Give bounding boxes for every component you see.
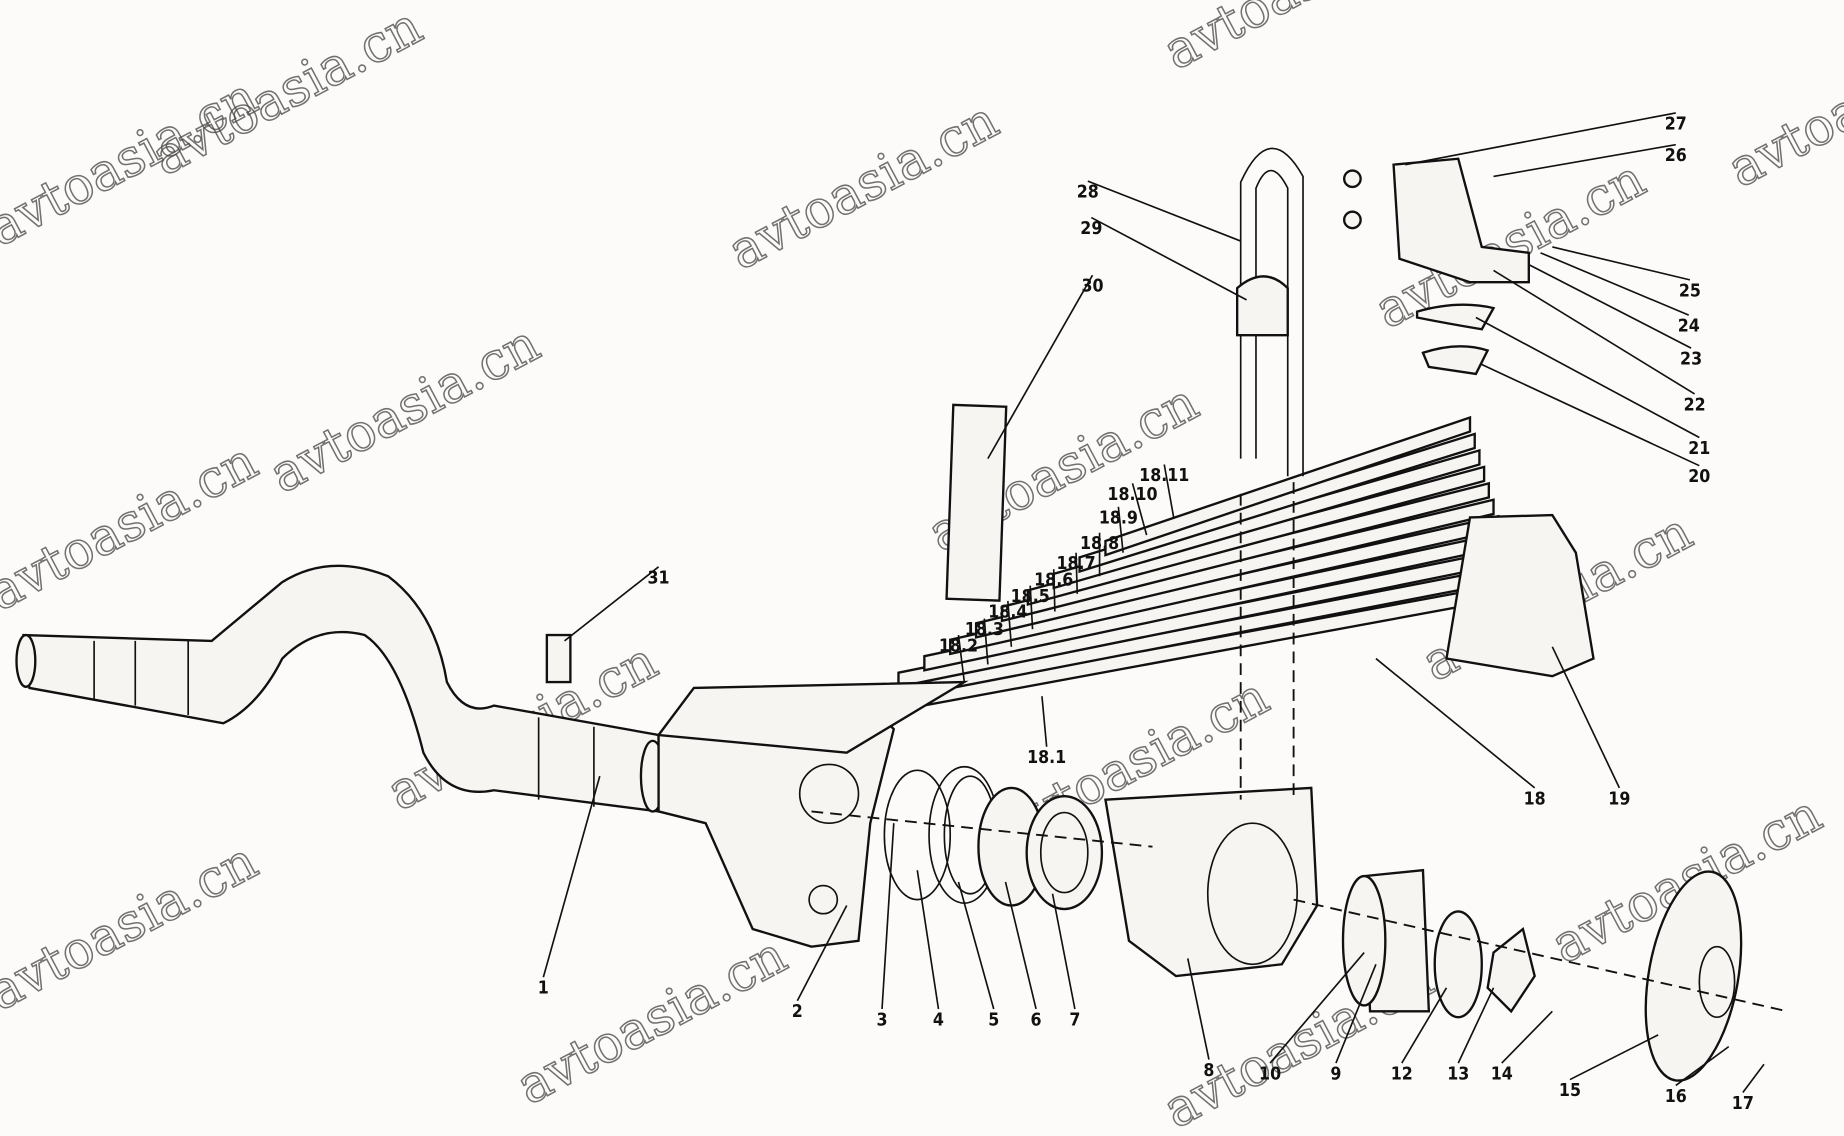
part-number-label: 16 <box>1665 1087 1687 1107</box>
watermark-text: avtoasia.cn <box>0 831 267 1023</box>
part-number-label: 9 <box>1330 1065 1341 1085</box>
part-number-label: 31 <box>648 568 670 588</box>
leader-line <box>1493 143 1676 178</box>
part-number-label: 18.7 <box>1056 554 1095 574</box>
leader-line <box>1090 216 1247 301</box>
leader-line <box>1742 1063 1765 1093</box>
leader-line <box>881 823 895 1010</box>
part-number-label: 5 <box>988 1010 999 1030</box>
part-number-label: 18.5 <box>1011 587 1050 607</box>
leader-line <box>1052 569 1056 612</box>
part-number-label: 18.3 <box>965 620 1004 640</box>
part-number-label: 22 <box>1684 395 1706 415</box>
leader-line <box>1029 585 1034 630</box>
part-number-label: 20 <box>1688 467 1710 487</box>
part-number-label: 29 <box>1080 219 1102 239</box>
part-number-label: 18.9 <box>1099 508 1138 528</box>
watermark-text: avtoasia.cn <box>1718 8 1844 200</box>
leader-line <box>1405 112 1676 166</box>
hub-assembly <box>1341 868 1743 1082</box>
spring-leaf <box>1104 415 1472 557</box>
leader-line <box>563 566 660 642</box>
part-number-label: 8 <box>1203 1061 1214 1081</box>
leader-line <box>1269 952 1365 1064</box>
part-number-label: 7 <box>1069 1010 1080 1030</box>
part-number-label: 18.6 <box>1034 571 1073 591</box>
part-number-label: 18 <box>1524 789 1546 809</box>
leader-line <box>1041 696 1048 747</box>
leader-lines <box>542 112 1765 1093</box>
part-number-label: 18.4 <box>988 602 1027 622</box>
seal-rings <box>883 765 1104 911</box>
part-number-label: 10 <box>1259 1065 1281 1085</box>
shackle-parts <box>1343 157 1530 376</box>
spring-bracket <box>1104 513 1595 978</box>
leader-line <box>1004 881 1037 1010</box>
leader-line <box>1087 180 1241 242</box>
part-number-label: 19 <box>1608 789 1630 809</box>
part-number-label: 18.2 <box>939 636 978 656</box>
leader-line <box>1051 893 1076 1010</box>
part-number-label: 21 <box>1688 439 1710 459</box>
part-number-label: 26 <box>1665 146 1687 166</box>
leader-line <box>957 881 995 1010</box>
watermark-text: avtoasia.cn <box>260 314 549 506</box>
part-number-label: 4 <box>933 1010 944 1030</box>
leader-line <box>1186 958 1210 1060</box>
part-number-label: 14 <box>1491 1065 1513 1085</box>
leader-line <box>1493 269 1696 395</box>
watermark-text: avtoasia.cn <box>1154 0 1443 82</box>
leader-line <box>983 618 989 665</box>
leader-line <box>1481 363 1700 467</box>
leader-line <box>1375 657 1536 789</box>
part-number-label: 27 <box>1665 114 1687 134</box>
leader-line <box>1475 316 1700 439</box>
part-number-label: 6 <box>1031 1010 1042 1030</box>
part-number-label: 17 <box>1732 1094 1754 1114</box>
watermark-text: avtoasia.cn <box>0 67 267 259</box>
leader-line <box>1335 963 1377 1064</box>
part-number-label: 18.8 <box>1080 534 1119 554</box>
leader-line <box>1163 464 1175 518</box>
part-number-label: 12 <box>1391 1065 1413 1085</box>
leader-line <box>1117 506 1124 553</box>
part-number-label: 25 <box>1679 281 1701 301</box>
leader-line <box>1457 987 1495 1064</box>
part-number-label: 23 <box>1680 350 1702 370</box>
leader-line <box>1131 483 1148 536</box>
leader-line <box>1551 646 1621 789</box>
part-number-label: 18.10 <box>1107 485 1157 505</box>
leader-line <box>1540 252 1690 316</box>
part-number-label: 13 <box>1447 1065 1469 1085</box>
watermark-text: avtoasia.cn <box>0 431 267 623</box>
part-number-label: 18.1 <box>1027 748 1066 768</box>
part-number-label: 30 <box>1081 277 1103 297</box>
part-number-label: 18.11 <box>1139 466 1189 486</box>
leader-line <box>957 634 966 683</box>
leader-line <box>1401 987 1448 1064</box>
leader-line <box>796 905 848 1002</box>
leader-line <box>1569 1034 1659 1081</box>
leader-line <box>542 775 601 978</box>
leader-line <box>1552 246 1691 281</box>
part-number-label: 2 <box>792 1002 803 1022</box>
leader-line <box>987 274 1094 460</box>
part-number-label: 28 <box>1077 183 1099 203</box>
leader-line <box>1075 552 1079 594</box>
leader-line <box>1007 600 1013 647</box>
leader-line <box>1675 1045 1730 1087</box>
centerlines <box>811 482 1788 1013</box>
leader-line <box>1501 1010 1553 1064</box>
part-number-label: 24 <box>1678 317 1700 337</box>
part-number-label: 3 <box>876 1010 887 1030</box>
leader-line <box>1528 263 1692 349</box>
part-number-label: 15 <box>1559 1081 1581 1101</box>
part-number-label: 1 <box>538 979 549 999</box>
leader-line <box>916 870 940 1010</box>
watermark-text: avtoasia.cn <box>719 90 1008 282</box>
